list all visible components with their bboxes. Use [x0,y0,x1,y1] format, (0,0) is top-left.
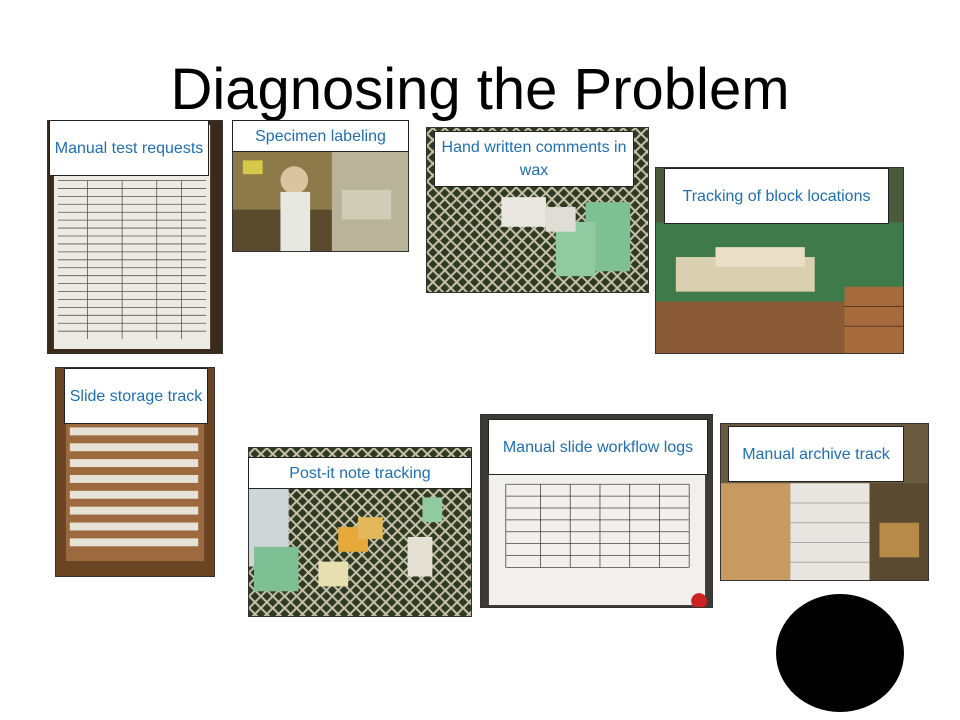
caption-post-it-note-tracking: Post-it note tracking [248,457,472,489]
caption-tracking-block-locations: Tracking of block locations [664,168,889,224]
caption-specimen-labeling: Specimen labeling [232,120,409,152]
caption-hand-written-comments: Hand written comments in wax [434,131,634,187]
caption-slide-storage-track: Slide storage track [64,368,208,424]
photo-manual-archive-track [720,423,929,581]
caption-manual-test-requests: Manual test requests [49,120,209,176]
slide-title: Diagnosing the Problem [170,57,790,122]
caption-manual-archive-track: Manual archive track [728,426,904,482]
caption-manual-slide-workflow-logs: Manual slide workflow logs [488,419,708,475]
black-circle [776,594,904,712]
